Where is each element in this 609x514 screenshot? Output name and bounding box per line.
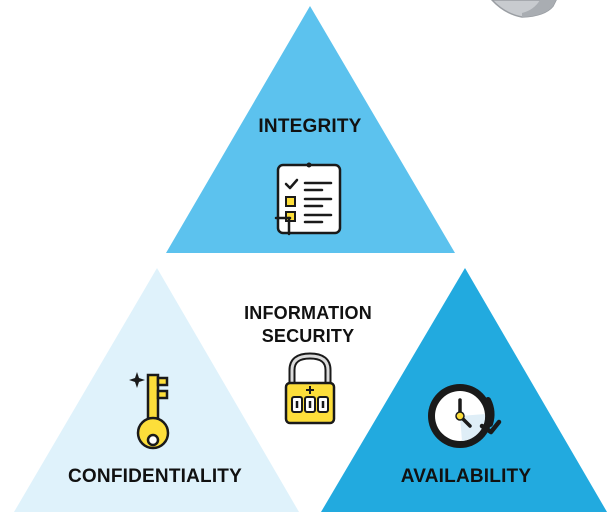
availability-label: AVAILABILITY (400, 466, 532, 487)
key-icon (129, 372, 170, 450)
information-security-title: INFORMATION SECURITY (218, 302, 398, 348)
clock-icon (428, 384, 502, 448)
title-line-2: SECURITY (261, 326, 355, 346)
confidentiality-label: CONFIDENTIALITY (68, 466, 242, 487)
integrity-label: INTEGRITY (258, 116, 362, 137)
title-line-1: INFORMATION (244, 303, 372, 323)
integrity-triangle (166, 6, 455, 253)
shield-icon (490, 0, 557, 18)
clipboard-checklist-icon (274, 162, 342, 236)
padlock-icon (284, 352, 336, 425)
